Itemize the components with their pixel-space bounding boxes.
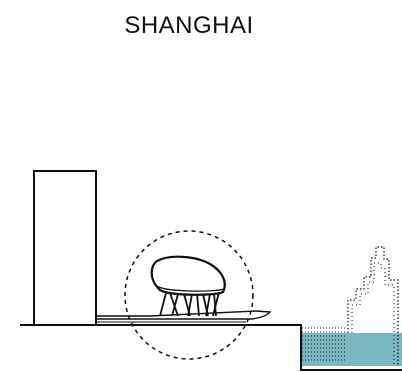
pavilion-legs [159,291,220,317]
tower-building [33,170,97,326]
riverbank-hatching [302,327,346,361]
site-circle [124,230,254,360]
pavilion-shell [150,255,226,296]
pavilion-shell-inner [157,285,225,292]
deck-platform [96,310,272,320]
dotted-building-outline [347,246,399,366]
diagram-title: SHANGHAI [124,12,254,39]
river-water [301,333,402,366]
ground-line [20,324,402,371]
